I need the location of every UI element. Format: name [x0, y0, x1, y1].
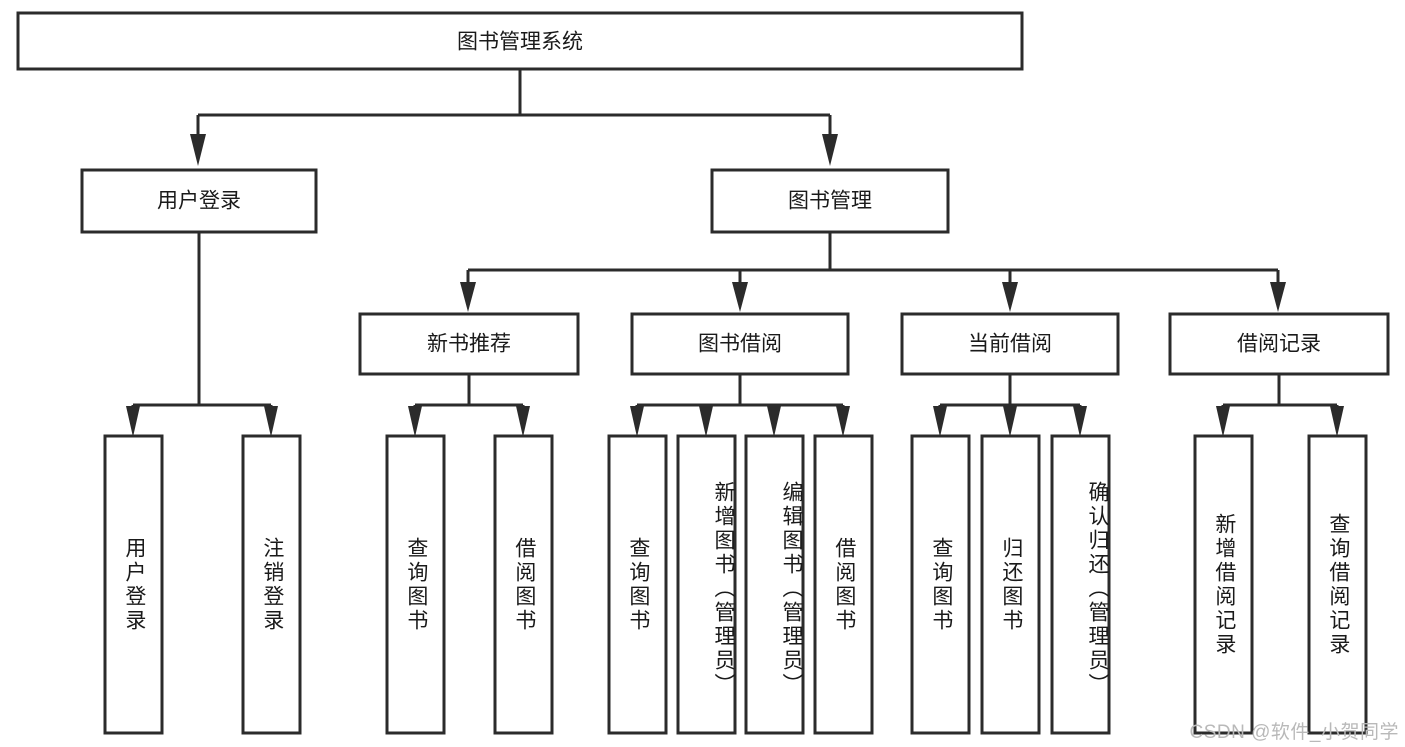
- leaf-borrow-book-1-label: 借阅图书: [512, 536, 536, 633]
- node-current-borrow-label: 当前借阅: [968, 333, 1052, 356]
- leaf-query-book-2-box[interactable]: [607, 434, 668, 735]
- watermark-text: CSDN @软件_小贺同学: [1189, 722, 1399, 743]
- node-current-borrow[interactable]: 当前借阅: [900, 312, 1120, 376]
- node-book-management-label: 图书管理: [788, 190, 872, 213]
- node-new-book-recommend-box[interactable]: [358, 312, 580, 376]
- arrowhead-userlogin: [190, 134, 206, 166]
- arrowhead-leaf-borrow-book-2: [836, 406, 850, 437]
- arrowhead-leaf-query-book-3: [933, 406, 947, 437]
- leaf-query-record-label: 查询借阅记录: [1326, 512, 1350, 657]
- leaf-borrow-book-1-box[interactable]: [493, 434, 554, 735]
- arrowhead-current-borrow: [1002, 282, 1018, 312]
- node-new-book-recommend-label: 新书推荐: [427, 333, 511, 356]
- arrowhead-leaf-query-book-1: [408, 406, 422, 437]
- node-book-borrow-label: 图书借阅: [698, 333, 782, 356]
- leaf-edit-book-label: 编辑图书（管理员）: [780, 480, 803, 697]
- node-borrow-record-label: 借阅记录: [1237, 333, 1321, 356]
- leaf-query-book-2-label: 查询图书: [626, 536, 650, 633]
- arrowhead-leaf-add-record: [1216, 406, 1230, 437]
- leaf-edit-book-box[interactable]: [744, 434, 805, 735]
- arrowhead-leaf-query-book-2: [630, 406, 644, 437]
- arrowhead-leaf-user-login: [126, 406, 140, 437]
- node-user-login-box[interactable]: [80, 168, 318, 234]
- node-book-borrow[interactable]: 图书借阅: [630, 312, 850, 376]
- node-user-login[interactable]: 用户登录: [80, 168, 318, 234]
- arrowhead-leaf-borrow-book-1: [516, 406, 530, 437]
- node-root-label: 图书管理系统: [457, 31, 583, 54]
- leaf-query-record-box[interactable]: [1307, 434, 1368, 735]
- arrowhead-leaf-logout-login: [264, 406, 278, 437]
- leaf-query-book-3-label: 查询图书: [929, 536, 953, 633]
- leaf-add-book-box[interactable]: [676, 434, 737, 735]
- leaf-query-book-1-label: 查询图书: [404, 536, 428, 633]
- leaf-confirm-return-box[interactable]: [1050, 434, 1111, 735]
- arrowhead-leaf-add-book: [699, 406, 713, 437]
- node-borrow-record-box[interactable]: [1168, 312, 1390, 376]
- node-user-login-label: 用户登录: [157, 190, 241, 213]
- arrowhead-leaf-confirm-return: [1073, 406, 1087, 437]
- leaf-logout-login-label: 注销登录: [260, 536, 284, 633]
- node-new-book-recommend[interactable]: 新书推荐: [358, 312, 580, 376]
- leaf-borrow-book-2-label: 借阅图书: [832, 536, 856, 633]
- node-book-management[interactable]: 图书管理: [710, 168, 950, 234]
- node-book-borrow-box[interactable]: [630, 312, 850, 376]
- leaf-add-record-label: 新增借阅记录: [1212, 512, 1236, 657]
- node-borrow-record[interactable]: 借阅记录: [1168, 312, 1390, 376]
- leaf-borrow-book-2-box[interactable]: [813, 434, 874, 735]
- leaf-confirm-return-label: 确认归还（管理员）: [1086, 480, 1109, 697]
- leaf-add-book-label: 新增图书（管理员）: [712, 480, 735, 697]
- arrowhead-leaf-query-record: [1330, 406, 1344, 437]
- leaf-return-book-box[interactable]: [980, 434, 1041, 735]
- node-root[interactable]: 图书管理系统: [16, 11, 1024, 71]
- arrowhead-new-book-recommend: [460, 282, 476, 312]
- arrowhead-bookmgmt: [822, 134, 838, 166]
- leaf-user-login-label: 用户登录: [122, 536, 146, 633]
- node-root-box[interactable]: [16, 11, 1024, 71]
- arrowhead-borrow-record: [1270, 282, 1286, 312]
- leaf-query-book-3-box[interactable]: [910, 434, 971, 735]
- leaf-logout-login-box[interactable]: [241, 434, 302, 735]
- arrowhead-leaf-return-book: [1003, 406, 1017, 437]
- node-book-management-box[interactable]: [710, 168, 950, 234]
- arrowhead-leaf-edit-book: [767, 406, 781, 437]
- arrowhead-book-borrow: [732, 282, 748, 312]
- leaf-query-book-1-box[interactable]: [385, 434, 446, 735]
- leaf-add-record-box[interactable]: [1193, 434, 1254, 735]
- leaf-user-login-box[interactable]: [103, 434, 164, 735]
- leaf-return-book-label: 归还图书: [999, 536, 1023, 633]
